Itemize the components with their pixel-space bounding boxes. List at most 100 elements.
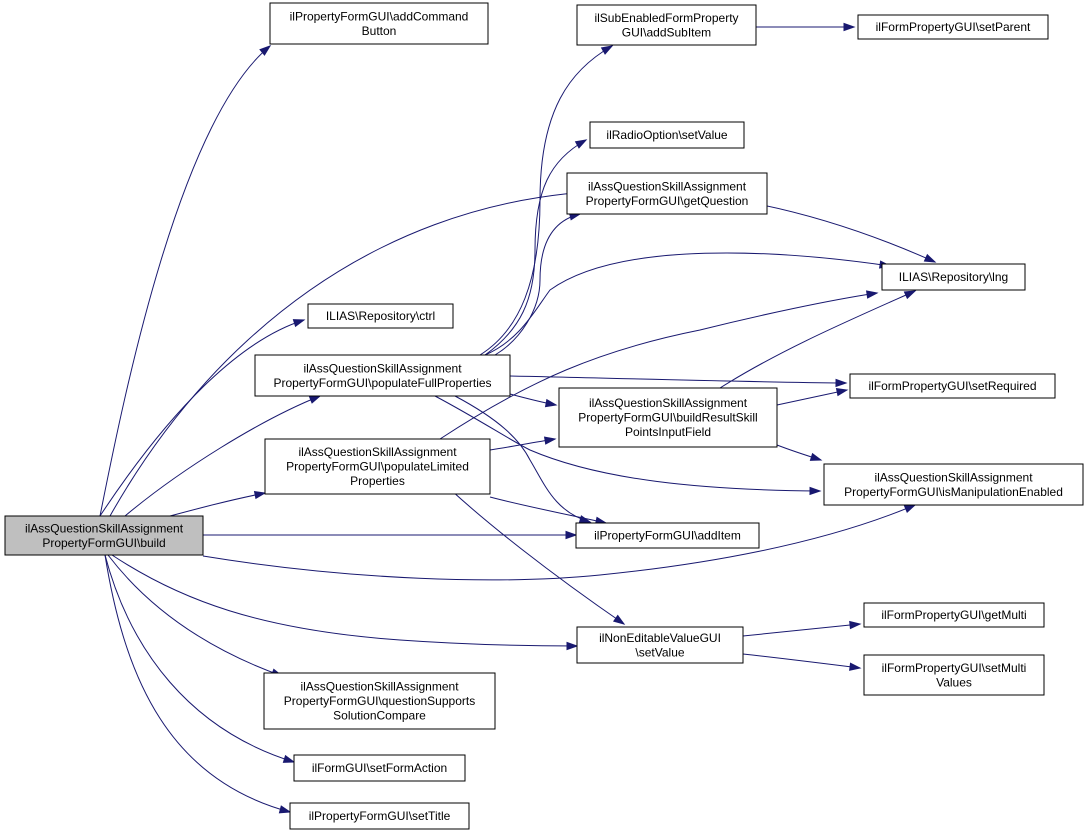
node-label-line: PropertyFormGUI\populateLimited — [286, 460, 469, 474]
node-label-line: ILIAS\Repository\ctrl — [326, 309, 435, 323]
arrowhead-icon — [923, 253, 937, 263]
edge-line — [434, 395, 821, 492]
node-box[interactable] — [293, 754, 466, 782]
arrowhead-icon — [544, 398, 558, 408]
edge-populateFull-to-lng — [484, 252, 892, 356]
node-label-line: GUI\addSubItem — [622, 25, 711, 39]
node-questionSupports[interactable]: ilAssQuestionSkillAssignmentPropertyForm… — [263, 672, 496, 730]
node-box[interactable] — [566, 172, 768, 215]
node-box[interactable] — [575, 522, 760, 549]
edge-line — [742, 623, 861, 637]
node-box[interactable] — [863, 654, 1045, 696]
node-label-line: ilAssQuestionSkillAssignment — [298, 445, 457, 459]
node-label-line: ilAssQuestionSkillAssignment — [300, 680, 459, 694]
edge-populateLimited-to-lng — [439, 290, 879, 440]
node-box[interactable] — [576, 626, 744, 664]
node-addItem[interactable]: ilPropertyFormGUI\addItem — [575, 522, 760, 549]
node-setFormAction[interactable]: ilFormGUI\setFormAction — [293, 754, 466, 782]
node-label-line: PropertyFormGUI\isManipulationEnabled — [844, 485, 1063, 499]
edge-build-to-populateLimited — [169, 490, 267, 517]
node-setParent[interactable]: ilFormPropertyGUI\setParent — [857, 14, 1049, 40]
node-box[interactable] — [307, 303, 454, 329]
edge-build-to-addCommandButton — [99, 45, 272, 517]
edge-populateFull-to-getQuestion — [494, 212, 582, 356]
arrowhead-icon — [843, 22, 856, 32]
edge-line — [111, 554, 578, 647]
edge-line — [124, 395, 321, 517]
edge-nonEditSetValue-to-getMulti — [742, 620, 862, 637]
edge-populateFull-to-isManipulation — [434, 395, 822, 496]
node-box[interactable] — [289, 802, 470, 830]
node-label-line: ILIAS\Repository\lng — [899, 270, 1008, 284]
node-nonEditSetValue[interactable]: ilNonEditableValueGUI\setValue — [576, 626, 744, 664]
arrowhead-icon — [849, 620, 862, 630]
node-label-line: ilNonEditableValueGUI — [599, 631, 721, 645]
arrowhead-icon — [543, 436, 557, 445]
node-getQuestion[interactable]: ilAssQuestionSkillAssignmentPropertyForm… — [566, 172, 768, 215]
arrowhead-icon — [565, 530, 578, 540]
edge-line — [742, 653, 861, 669]
node-build[interactable]: ilAssQuestionSkillAssignmentPropertyForm… — [4, 515, 204, 556]
arrowhead-icon — [612, 614, 626, 625]
node-box[interactable] — [264, 438, 491, 495]
node-lng[interactable]: ILIAS\Repository\lng — [881, 263, 1026, 291]
node-populateFull[interactable]: ilAssQuestionSkillAssignmentPropertyForm… — [254, 354, 511, 397]
node-setRequired[interactable]: ilFormPropertyGUI\setRequired — [849, 373, 1056, 399]
node-label-line: PropertyFormGUI\questionSupports — [284, 694, 475, 708]
node-label-line: ilFormPropertyGUI\setParent — [876, 20, 1031, 34]
edge-populateFull-to-setRequired — [509, 375, 848, 388]
edge-populateFull-to-radioSetValue — [484, 139, 588, 356]
node-box[interactable] — [263, 672, 496, 730]
node-box[interactable] — [576, 4, 757, 46]
edge-nonEditSetValue-to-setMultiValues — [742, 653, 862, 671]
edge-line — [99, 45, 271, 517]
node-label-line: ilFormPropertyGUI\setRequired — [868, 379, 1036, 393]
node-radioSetValue[interactable]: ilRadioOption\setValue — [589, 121, 745, 149]
edge-line — [169, 492, 266, 517]
arrowhead-icon — [292, 319, 306, 328]
node-box[interactable] — [823, 463, 1084, 506]
node-box[interactable] — [881, 263, 1026, 291]
edge-line — [776, 389, 848, 406]
arrowhead-icon — [278, 805, 292, 814]
node-box[interactable] — [269, 2, 489, 45]
edge-line — [509, 375, 847, 384]
edge-line — [99, 319, 305, 517]
node-populateLimited[interactable]: ilAssQuestionSkillAssignmentPropertyForm… — [264, 438, 491, 495]
node-label-line: ilFormPropertyGUI\setMulti — [882, 661, 1027, 675]
node-box[interactable] — [589, 121, 745, 149]
node-box[interactable] — [254, 354, 511, 397]
node-box[interactable] — [863, 602, 1045, 628]
node-box[interactable] — [558, 387, 778, 448]
edge-build-to-setTitle — [104, 554, 292, 814]
arrowhead-icon — [308, 395, 322, 404]
arrowhead-icon — [809, 452, 823, 461]
node-label-line: ilAssQuestionSkillAssignment — [25, 521, 184, 535]
edge-line — [454, 395, 591, 523]
edge-populateFull-to-buildResult — [509, 393, 558, 408]
edge-line — [104, 554, 295, 763]
edge-line — [494, 213, 581, 356]
edge-line — [104, 554, 291, 813]
edge-buildResult-to-lng — [719, 290, 917, 389]
node-label-line: PropertyFormGUI\populateFullProperties — [273, 376, 491, 390]
node-label-line: \setValue — [635, 645, 684, 659]
node-getMulti[interactable]: ilFormPropertyGUI\getMulti — [863, 602, 1045, 628]
arrowhead-icon — [865, 290, 879, 299]
node-ctrl[interactable]: ILIAS\Repository\ctrl — [307, 303, 454, 329]
node-isManipulation[interactable]: ilAssQuestionSkillAssignmentPropertyForm… — [823, 463, 1084, 506]
node-box[interactable] — [4, 515, 204, 556]
edge-buildResult-to-setRequired — [776, 388, 849, 406]
node-buildResult[interactable]: ilAssQuestionSkillAssignmentPropertyForm… — [558, 387, 778, 448]
node-setTitle[interactable]: ilPropertyFormGUI\setTitle — [289, 802, 470, 830]
node-box[interactable] — [849, 373, 1056, 399]
edge-addSubItem-to-setParent — [756, 22, 856, 32]
node-label-line: Values — [936, 675, 972, 689]
node-label-line: ilPropertyFormGUI\addCommand — [290, 9, 469, 23]
node-box[interactable] — [857, 14, 1049, 40]
arrowhead-icon — [809, 486, 822, 496]
